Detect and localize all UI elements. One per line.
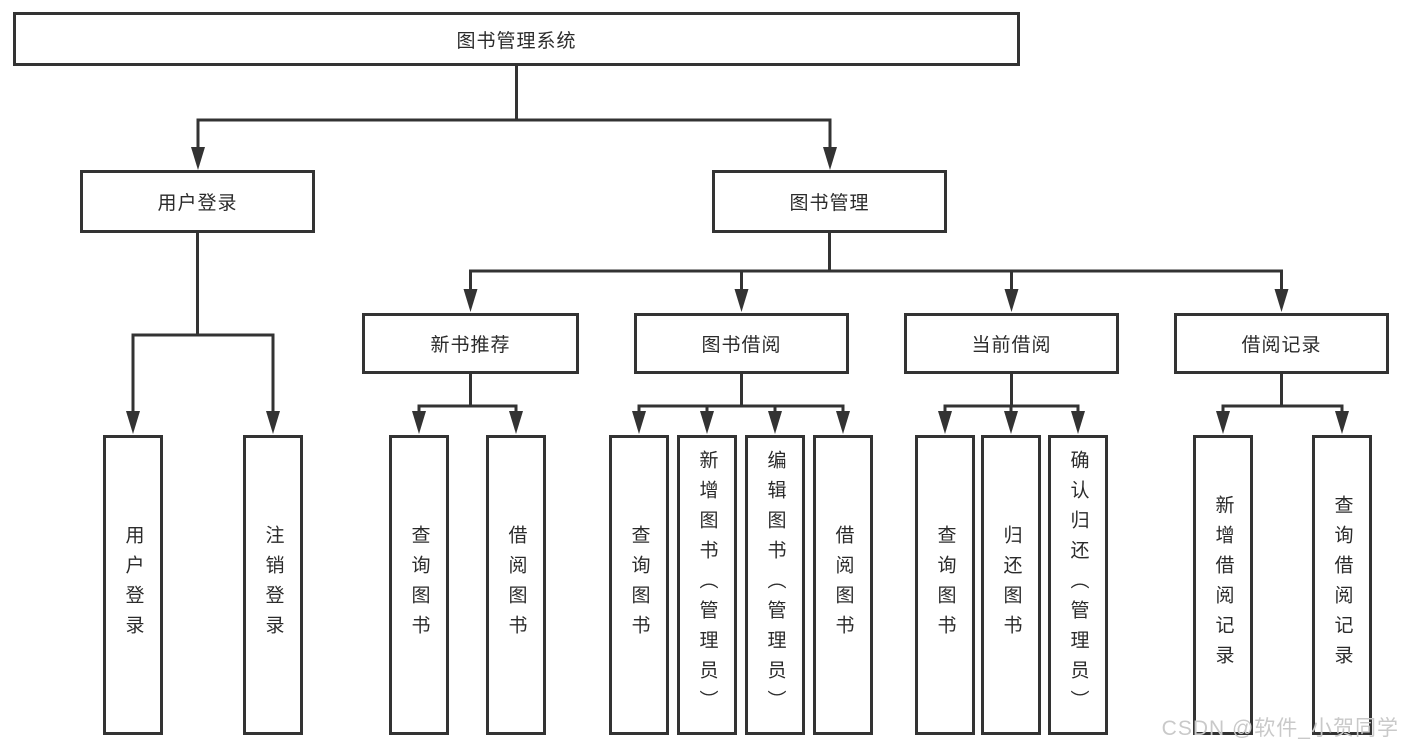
edge-recommend-to-leaves xyxy=(412,374,523,434)
leaf-query-borrow-record-label: 查询借阅记录 xyxy=(1331,495,1353,675)
node-new-book-recommend-label: 新书推荐 xyxy=(430,335,511,356)
leaf-user-login-label: 用户登录 xyxy=(122,525,144,645)
leaf-add-borrow-record-label: 新增借阅记录 xyxy=(1212,495,1234,675)
node-user-login-label: 用户登录 xyxy=(157,193,238,214)
leaf-recommend-borrow-books: 借阅图书 xyxy=(486,435,546,735)
leaf-add-borrow-record: 新增借阅记录 xyxy=(1193,435,1253,735)
node-book-borrow-label: 图书借阅 xyxy=(701,335,782,356)
node-current-borrow: 当前借阅 xyxy=(904,313,1119,374)
leaf-user-login: 用户登录 xyxy=(103,435,163,735)
leaf-add-books-admin-label: 新增图书（管理员） xyxy=(696,450,718,720)
leaf-edit-books-admin: 编辑图书（管理员） xyxy=(745,435,805,735)
leaf-return-books: 归还图书 xyxy=(981,435,1041,735)
edge-bookmgmt-to-level3 xyxy=(463,233,1289,312)
edge-records-to-leaves xyxy=(1216,374,1349,434)
edge-root-to-level2 xyxy=(191,66,837,170)
edge-bookborrow-to-leaves xyxy=(632,374,850,434)
node-book-management-label: 图书管理 xyxy=(789,193,870,214)
node-book-management: 图书管理 xyxy=(712,170,947,233)
leaf-current-query-books: 查询图书 xyxy=(915,435,975,735)
node-root: 图书管理系统 xyxy=(13,12,1020,66)
leaf-logout-label: 注销登录 xyxy=(262,525,284,645)
leaf-borrow-query-books-label: 查询图书 xyxy=(628,525,650,645)
node-book-borrow: 图书借阅 xyxy=(634,313,849,374)
node-root-label: 图书管理系统 xyxy=(456,30,577,52)
node-borrow-records: 借阅记录 xyxy=(1174,313,1389,374)
leaf-borrow-borrow-books-label: 借阅图书 xyxy=(832,525,854,645)
leaf-recommend-borrow-books-label: 借阅图书 xyxy=(505,525,527,645)
leaf-current-query-books-label: 查询图书 xyxy=(934,525,956,645)
node-borrow-records-label: 借阅记录 xyxy=(1241,335,1322,356)
leaf-return-books-label: 归还图书 xyxy=(1000,525,1022,645)
leaf-confirm-return-admin: 确认归还（管理员） xyxy=(1048,435,1108,735)
leaf-add-books-admin: 新增图书（管理员） xyxy=(677,435,737,735)
node-user-login: 用户登录 xyxy=(80,170,315,233)
leaf-recommend-query-books-label: 查询图书 xyxy=(408,525,430,645)
edge-userlogin-to-leaves xyxy=(126,233,280,434)
leaf-borrow-query-books: 查询图书 xyxy=(609,435,669,735)
leaf-confirm-return-admin-label: 确认归还（管理员） xyxy=(1067,450,1089,720)
edge-currentborrow-to-leaves xyxy=(938,374,1085,434)
leaf-query-borrow-record: 查询借阅记录 xyxy=(1312,435,1372,735)
node-current-borrow-label: 当前借阅 xyxy=(971,335,1052,356)
leaf-borrow-borrow-books: 借阅图书 xyxy=(813,435,873,735)
leaf-recommend-query-books: 查询图书 xyxy=(389,435,449,735)
node-new-book-recommend: 新书推荐 xyxy=(362,313,579,374)
leaf-edit-books-admin-label: 编辑图书（管理员） xyxy=(764,450,786,720)
leaf-logout: 注销登录 xyxy=(243,435,303,735)
